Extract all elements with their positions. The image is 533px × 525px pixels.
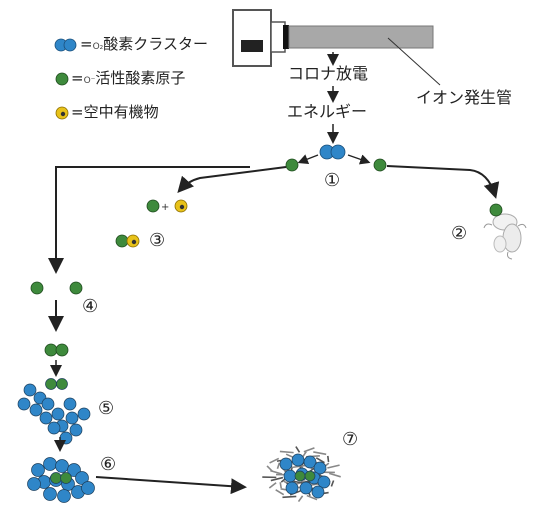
- cluster5-molecule: [52, 408, 64, 420]
- legend-active-oxygen-symbol: [56, 73, 68, 85]
- legend-o2-label: 酸素クラスター: [103, 35, 208, 53]
- svg-text:+: +: [161, 202, 169, 213]
- step4-o-right: [70, 282, 82, 294]
- cluster5-molecule: [40, 412, 52, 424]
- arrow-to-step7: [96, 477, 243, 487]
- cluster6-molecule: [58, 490, 71, 503]
- step-5: ⑤: [98, 400, 114, 418]
- fiber-strand: [282, 496, 296, 497]
- step-4: ④: [82, 298, 98, 316]
- cluster5-molecule: [78, 408, 90, 420]
- cluster6-molecule: [56, 460, 69, 473]
- bacteria-figure: [484, 204, 526, 259]
- cluster6-molecule: [44, 488, 57, 501]
- tube-body: [289, 26, 433, 48]
- corona-discharge-label: コロナ放電: [288, 66, 368, 82]
- legend-organic-symbol: [56, 107, 68, 119]
- cluster7-molecule: [292, 454, 304, 466]
- fiber-strand: [299, 496, 303, 502]
- paired-o: [45, 344, 68, 356]
- fiber-strand: [328, 456, 329, 462]
- cluster5-core: [57, 379, 68, 390]
- cluster7-core: [305, 471, 315, 481]
- arrow-to-recombine: [56, 167, 250, 270]
- arrow-to-bacteria: [387, 166, 495, 195]
- active-o-right: [374, 159, 386, 171]
- cluster5-molecule: [42, 398, 54, 410]
- cluster7-molecule: [286, 482, 298, 494]
- oxidized-organic: [116, 235, 139, 247]
- tube-cap: [271, 22, 285, 52]
- cluster-step5: [18, 379, 90, 445]
- fiber-strand: [277, 463, 279, 469]
- cluster7-molecule: [280, 458, 292, 470]
- arrow-split-left: [300, 155, 318, 162]
- cluster5-core: [46, 379, 57, 390]
- fiber-strand: [327, 465, 339, 468]
- tube-connector: [241, 40, 263, 52]
- legend-o2: =O₂酸素クラスター: [80, 37, 208, 52]
- step4-o-left: [31, 282, 43, 294]
- cluster5-molecule: [70, 424, 82, 436]
- fiber-strand: [304, 448, 315, 452]
- ion-tube-label: イオン発生管: [416, 90, 512, 106]
- cluster6-molecule: [32, 464, 45, 477]
- fiber-strand: [331, 481, 333, 487]
- energy-label: エネルギー: [287, 104, 367, 120]
- legend-organic-label: 空中有機物: [84, 103, 159, 121]
- central-o2: [320, 145, 345, 159]
- cluster7-molecule: [284, 470, 296, 482]
- cluster5-molecule: [48, 422, 60, 434]
- step-1: ①: [324, 172, 340, 190]
- cluster6-molecule: [82, 482, 95, 495]
- cluster6-core: [61, 473, 72, 484]
- step-7: ⑦: [342, 431, 358, 449]
- cluster-step6: [28, 458, 95, 503]
- cluster5-molecule: [24, 384, 36, 396]
- tube-band: [283, 25, 289, 49]
- legend-active-label: 活性酸素原子: [95, 69, 185, 87]
- cluster7-molecule: [312, 486, 324, 498]
- fiber-strand: [280, 451, 294, 452]
- arrow-to-organic: [180, 167, 286, 190]
- cluster7-core: [295, 471, 305, 481]
- active-o-left: [286, 159, 298, 171]
- cluster6-molecule: [28, 478, 41, 491]
- cluster5-molecule: [66, 412, 78, 424]
- step-2: ②: [451, 225, 467, 243]
- cluster5-molecule: [60, 432, 72, 444]
- fiber-strand: [276, 490, 284, 495]
- cluster5-molecule: [64, 398, 76, 410]
- cluster6-core: [51, 473, 62, 484]
- cluster5-molecule: [30, 404, 42, 416]
- fiber-strand: [269, 483, 276, 488]
- legend-active-oxygen: =O⁻活性酸素原子: [71, 71, 185, 86]
- step-6: ⑥: [100, 456, 116, 474]
- fiber-strand: [329, 473, 340, 476]
- fiber-strand: [280, 482, 281, 488]
- tube-mount: [233, 10, 271, 66]
- arrow-split-right: [348, 155, 368, 162]
- step-3: ③: [149, 232, 165, 250]
- legend-organic: =空中有機物: [71, 105, 159, 120]
- fiber-strand: [296, 447, 300, 453]
- cluster7-molecule: [300, 482, 312, 494]
- o-plus-organic: +: [147, 200, 187, 213]
- fiber-strand: [267, 466, 272, 472]
- legend-o2-symbol: [55, 39, 76, 51]
- cluster5-molecule: [18, 398, 30, 410]
- legend-active-formula: O⁻: [84, 76, 96, 86]
- fiber-strand: [313, 452, 326, 454]
- cluster6-molecule: [44, 458, 57, 471]
- legend-o2-formula: O₂: [93, 42, 104, 52]
